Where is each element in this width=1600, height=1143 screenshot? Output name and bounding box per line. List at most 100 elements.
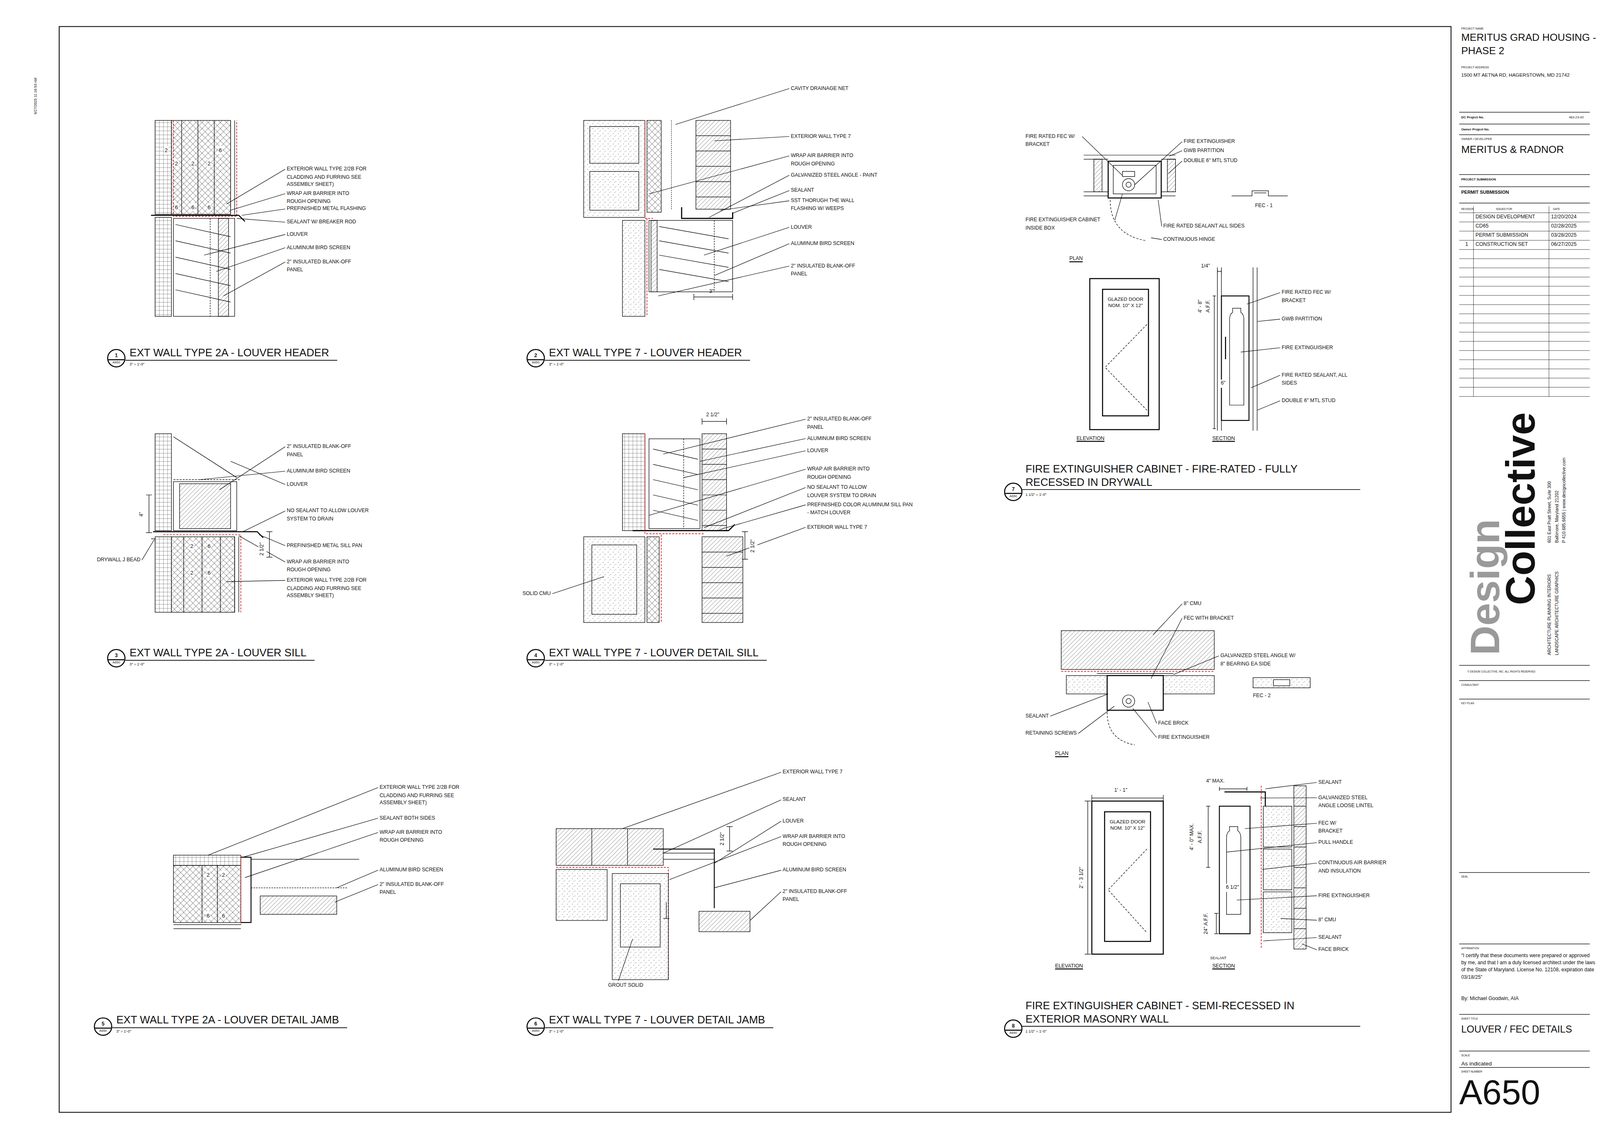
detail-2-rect	[622, 220, 645, 317]
detail-6-path	[556, 867, 669, 980]
leader-line	[622, 772, 782, 829]
detail-4-rect	[583, 536, 645, 623]
leader-line	[704, 227, 790, 256]
leader-line	[230, 193, 285, 211]
detail-title: EXT WALL TYPE 7 - LOUVER DETAIL JAMB	[549, 1013, 766, 1027]
table-rule	[1459, 276, 1590, 278]
title-block-text: AFFIRMATION	[1461, 947, 1480, 952]
title-block-text: MERITUS GRAD HOUSING - PHASE 2	[1461, 30, 1600, 58]
title-block-text: ISSUED FOR	[1495, 208, 1513, 213]
detail-7-path	[1110, 200, 1147, 241]
callout-label: 8" CMU	[1183, 600, 1202, 608]
callout-label: FACE BRICK	[1318, 945, 1349, 954]
detail-7-path	[1231, 190, 1288, 196]
detail-3-path	[173, 436, 237, 478]
stud-number: 6	[174, 202, 179, 212]
title-block-text: KEY PLAN	[1461, 702, 1475, 707]
callout-label: DOUBLE 6" MTL STUD	[1183, 157, 1238, 165]
scale-note: 1 1/2" = 1'-0"	[1025, 492, 1047, 499]
callout-bubble: 7A650	[1004, 482, 1023, 501]
detail-7-circle	[1125, 182, 1131, 188]
leader-line	[1257, 319, 1280, 322]
callout-label: FEC W/ BRACKET	[1318, 819, 1351, 835]
leader-line	[700, 438, 806, 461]
table-rule	[1459, 295, 1590, 296]
detail-3-rect	[155, 536, 172, 613]
callout-label: PREFINISHED METAL FLASHING	[286, 205, 366, 213]
leader-line	[683, 450, 806, 478]
detail-5-path	[173, 924, 241, 929]
leader-line	[1236, 895, 1317, 900]
callout-label: ALUMINUM BIRD SCREEN	[286, 243, 350, 252]
callout-label: 2" INSULATED BLANK-OFF PANEL	[782, 887, 860, 904]
title-block-text: 6/27/2025 11:16:53 AM	[33, 77, 40, 115]
table-rule	[1459, 267, 1590, 268]
title-block-rules-g	[1459, 206, 1590, 397]
detail-3-path	[183, 536, 239, 613]
callout-label: SEALANT	[1025, 712, 1049, 720]
title-block-text: DC Project No.	[1461, 115, 1485, 121]
callout-label: GWB PARTITION	[1281, 315, 1323, 323]
detail-2	[583, 120, 733, 317]
callout-label: FIRE EXTINGUISHER	[1281, 343, 1333, 352]
title-underline	[1021, 1025, 1360, 1027]
table-rule	[1459, 240, 1590, 241]
title-block-text: CD65	[1475, 222, 1489, 230]
detail-3-rect	[155, 433, 172, 531]
leader-line	[714, 821, 781, 864]
title-block-text: P 410.685.6655 | www.designcollective.co…	[1561, 457, 1568, 543]
title-block-text: PERMIT SUBMISSION	[1475, 231, 1528, 240]
leader-line	[726, 527, 806, 557]
stud-number: 2	[207, 159, 211, 168]
leader-line	[658, 266, 790, 297]
detail-1-path	[173, 120, 237, 217]
scale-note: 3" = 1'-0"	[129, 362, 145, 368]
callout-label: EXTERIOR WALL TYPE 2/2B FOR CLADDING AND…	[379, 783, 464, 807]
title-block-text: PERMIT SUBMISSION	[1461, 190, 1510, 198]
detail-7-rect	[1113, 165, 1157, 195]
door-note: GLAZED DOOR NOM. 10" X 12"	[1102, 290, 1148, 311]
detail-6-rect	[612, 873, 669, 980]
title-underline	[125, 660, 315, 661]
table-rule	[1459, 396, 1590, 397]
detail-8-rect	[1219, 806, 1250, 934]
detail-2-path	[646, 218, 648, 317]
view-label: PLAN	[1055, 750, 1069, 758]
callout-label: EXTERIOR WALL TYPE 2/2B FOR CLADDING AND…	[286, 165, 371, 189]
detail-5-path	[240, 855, 242, 925]
detail-4-path	[683, 438, 684, 529]
callout-label: 8" CMU	[1318, 916, 1336, 924]
scale-note: 3" = 1'-0"	[549, 1029, 565, 1035]
title-block-text: 02/28/2025	[1550, 222, 1577, 230]
detail-2-rect	[695, 120, 731, 210]
callout-number: 3	[108, 652, 125, 660]
detail-4-path	[741, 531, 748, 560]
sheet-border	[59, 26, 1451, 1113]
detail-3-path	[266, 531, 273, 558]
detail-4-rect	[702, 433, 727, 531]
callout-number: 5	[95, 1020, 112, 1029]
leader-line	[1173, 655, 1219, 675]
table-rule	[1459, 212, 1590, 213]
title-block-text: © DESIGN COLLECTIVE, INC. ALL RIGHTS RES…	[1467, 670, 1536, 675]
callout-label: CONTINUOUS HINGE	[1163, 235, 1216, 244]
view-label: SECTION	[1212, 434, 1235, 443]
callout-label: SEALANT	[790, 186, 815, 195]
detail-6-path	[663, 902, 670, 919]
callout-label: ALUMINUM BIRD SCREEN	[286, 467, 350, 475]
leader-line	[245, 832, 379, 878]
drawing-label: FEC - 1	[1255, 202, 1273, 210]
detail-2-path	[659, 226, 729, 282]
callout-label: WRAP AIR BARRIER INTO ROUGH OPENING	[286, 558, 365, 574]
table-rule	[1548, 206, 1550, 397]
detail-8-path	[1224, 791, 1266, 806]
detail-title: EXT WALL TYPE 7 - LOUVER HEADER	[549, 345, 743, 359]
callout-label: FIRE RATED SEALANT, ALL SIDES	[1281, 371, 1352, 387]
leader-line	[1263, 937, 1318, 941]
title-block-text: Baltimore, Maryland 21202	[1554, 490, 1561, 543]
detail-7-path	[1225, 336, 1226, 360]
leader-line	[1147, 702, 1157, 724]
callout-label: LOUVER	[807, 447, 828, 455]
